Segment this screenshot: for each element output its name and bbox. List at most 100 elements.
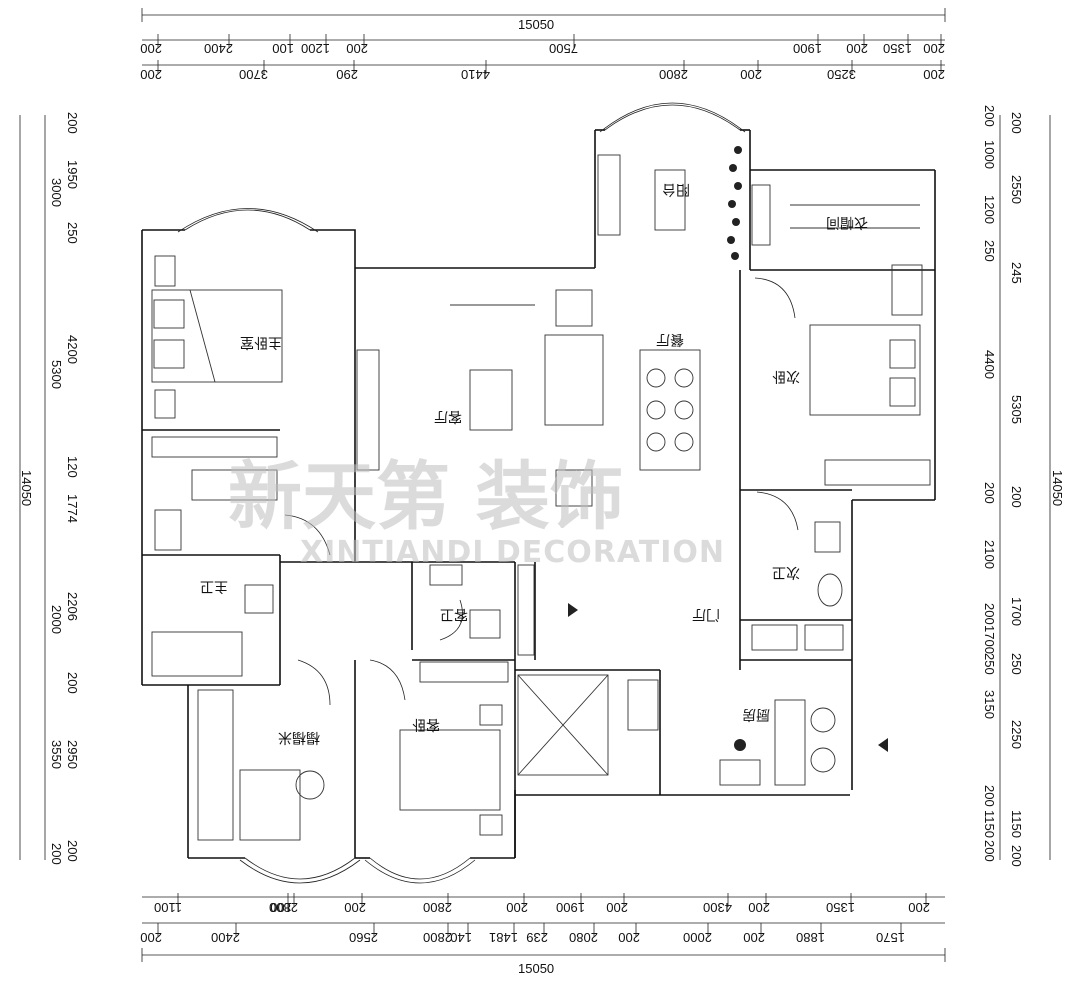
dimension-label: 200 bbox=[140, 930, 162, 945]
dimension-label: 2800 bbox=[659, 67, 688, 82]
room-cloakroom: 衣帽间 bbox=[826, 214, 868, 230]
dimension-label: 2560 bbox=[349, 930, 378, 945]
dimension-label: 2550 bbox=[1009, 175, 1024, 204]
dim-bottom-total: 15050 bbox=[518, 961, 554, 976]
dimension-label: 1481 bbox=[489, 930, 518, 945]
dimension-label: 1700 bbox=[1009, 597, 1024, 626]
dimension-label: 2000 bbox=[683, 930, 712, 945]
dimension-label: 2800 bbox=[269, 900, 298, 915]
dimension-label: 200 bbox=[923, 41, 945, 56]
room-guest-bedroom: 客卧 bbox=[412, 716, 440, 733]
dimension-label: 2250 bbox=[1009, 720, 1024, 749]
dimension-label: 200 bbox=[344, 900, 366, 915]
dimension-label: 2000 bbox=[49, 605, 64, 634]
room-second-bath: 次卫 bbox=[772, 564, 800, 580]
dimension-label: 1880 bbox=[796, 930, 825, 945]
balcony-plants bbox=[727, 146, 742, 260]
dim-left-total: 14050 bbox=[19, 470, 34, 506]
dimension-label: 5305 bbox=[1009, 395, 1024, 424]
dimension-label: 2400 bbox=[204, 41, 233, 56]
dimension-label: 200 bbox=[740, 67, 762, 82]
dimension-label: 1774 bbox=[65, 494, 80, 523]
furniture bbox=[151, 146, 931, 841]
dimension-label: 140 bbox=[450, 930, 472, 945]
dimension-label: 100 bbox=[272, 41, 294, 56]
room-study: 榻榻米 bbox=[278, 729, 320, 745]
dimension-label: 2800 bbox=[423, 930, 452, 945]
dimension-label: 250 bbox=[65, 222, 80, 244]
room-living: 客厅 bbox=[434, 408, 462, 425]
dimension-label: 3150 bbox=[982, 690, 997, 719]
dimension-label: 1000 bbox=[982, 140, 997, 169]
dimension-label: 1900 bbox=[793, 41, 822, 56]
dimension-label: 200 bbox=[982, 785, 997, 807]
dimension-label: 250 bbox=[982, 240, 997, 262]
dimension-label: 2206 bbox=[65, 592, 80, 621]
room-second-bedroom: 次卧 bbox=[772, 368, 800, 384]
dimension-label: 3250 bbox=[827, 67, 856, 82]
walls bbox=[141, 129, 936, 859]
dimension-label: 290 bbox=[336, 67, 358, 82]
dimension-label: 245 bbox=[1009, 262, 1024, 284]
watermark-cn: 新天第 装饰 bbox=[228, 454, 624, 540]
room-dining: 餐厅 bbox=[656, 331, 684, 347]
dimension-label: 200 bbox=[65, 840, 80, 862]
dimension-label: 4400 bbox=[982, 350, 997, 379]
room-guest-bath: 客卫 bbox=[440, 606, 468, 623]
room-master-bedroom: 主卧室 bbox=[240, 334, 282, 351]
dimension-label: 1150 bbox=[982, 810, 997, 838]
dimension-label: 1200 bbox=[301, 41, 330, 56]
room-kitchen: 厨房 bbox=[742, 706, 770, 722]
right-dimensions: 14050 200 1000 1200 250 4400 200 2100 200 1700 25… bbox=[982, 105, 1065, 867]
dimension-label: 100 bbox=[270, 900, 292, 915]
dimension-label: 1350 bbox=[883, 41, 912, 56]
dimension-label: 250 bbox=[982, 653, 997, 675]
room-balcony: 阳台 bbox=[662, 181, 690, 197]
dimension-label: 200 bbox=[606, 900, 628, 915]
dimension-label: 200 bbox=[1009, 845, 1024, 867]
dimension-label: 2080 bbox=[569, 930, 598, 945]
room-foyer: 门厅 bbox=[692, 606, 720, 622]
dimension-label: 2800 bbox=[423, 900, 452, 915]
dimension-label: 200 bbox=[618, 930, 640, 945]
dimension-label: 200 bbox=[923, 67, 945, 82]
dim-right-total: 14050 bbox=[1050, 470, 1065, 506]
bay-windows bbox=[177, 102, 746, 884]
dimension-label: 200 bbox=[65, 112, 80, 134]
dimension-label: 200 bbox=[346, 41, 368, 56]
dimension-label: 200 bbox=[1009, 112, 1024, 134]
dimension-label: 4410 bbox=[461, 67, 490, 82]
dimension-label: 200 bbox=[140, 41, 162, 56]
dimension-label: 120 bbox=[65, 456, 80, 478]
dimension-label: 3550 bbox=[49, 740, 64, 769]
dimension-label: 200 bbox=[506, 900, 528, 915]
dimension-label: 4300 bbox=[703, 900, 732, 915]
dimension-label: 1900 bbox=[556, 900, 585, 915]
dimension-label: 2100 bbox=[982, 540, 997, 569]
dimension-label: 1150 bbox=[1009, 810, 1024, 838]
dimension-label: 1200 bbox=[982, 195, 997, 224]
dimension-label: 4200 bbox=[65, 335, 80, 364]
dimension-label: 1570 bbox=[876, 930, 905, 945]
dimension-label: 200 bbox=[846, 41, 868, 56]
dimension-label: 200 bbox=[65, 672, 80, 694]
dimension-label: 239 bbox=[526, 930, 548, 945]
dimension-label: 3700 bbox=[239, 67, 268, 82]
dimension-label: 1100 bbox=[154, 900, 182, 915]
dimension-label: 200 bbox=[140, 67, 162, 82]
dimension-label: 200 bbox=[982, 840, 997, 862]
dimension-label: 200 bbox=[982, 105, 997, 127]
dimension-label: 200 bbox=[1009, 486, 1024, 508]
dimension-label: 2950 bbox=[65, 740, 80, 769]
watermark: 新天第 装饰 XINTIANDI DECORATION bbox=[228, 454, 724, 570]
dimension-label: 3000 bbox=[49, 178, 64, 207]
dimension-label: 200 bbox=[748, 900, 770, 915]
dimension-label: 2400 bbox=[211, 930, 240, 945]
dimension-label: 200 bbox=[743, 930, 765, 945]
room-labels: 阳台 客厅 餐厅 主卧室 次卧 衣帽间 主卫 客卫 次卫 门厅 厨房 客卧 榻榻… bbox=[200, 181, 868, 745]
room-master-bath: 主卫 bbox=[200, 578, 228, 594]
